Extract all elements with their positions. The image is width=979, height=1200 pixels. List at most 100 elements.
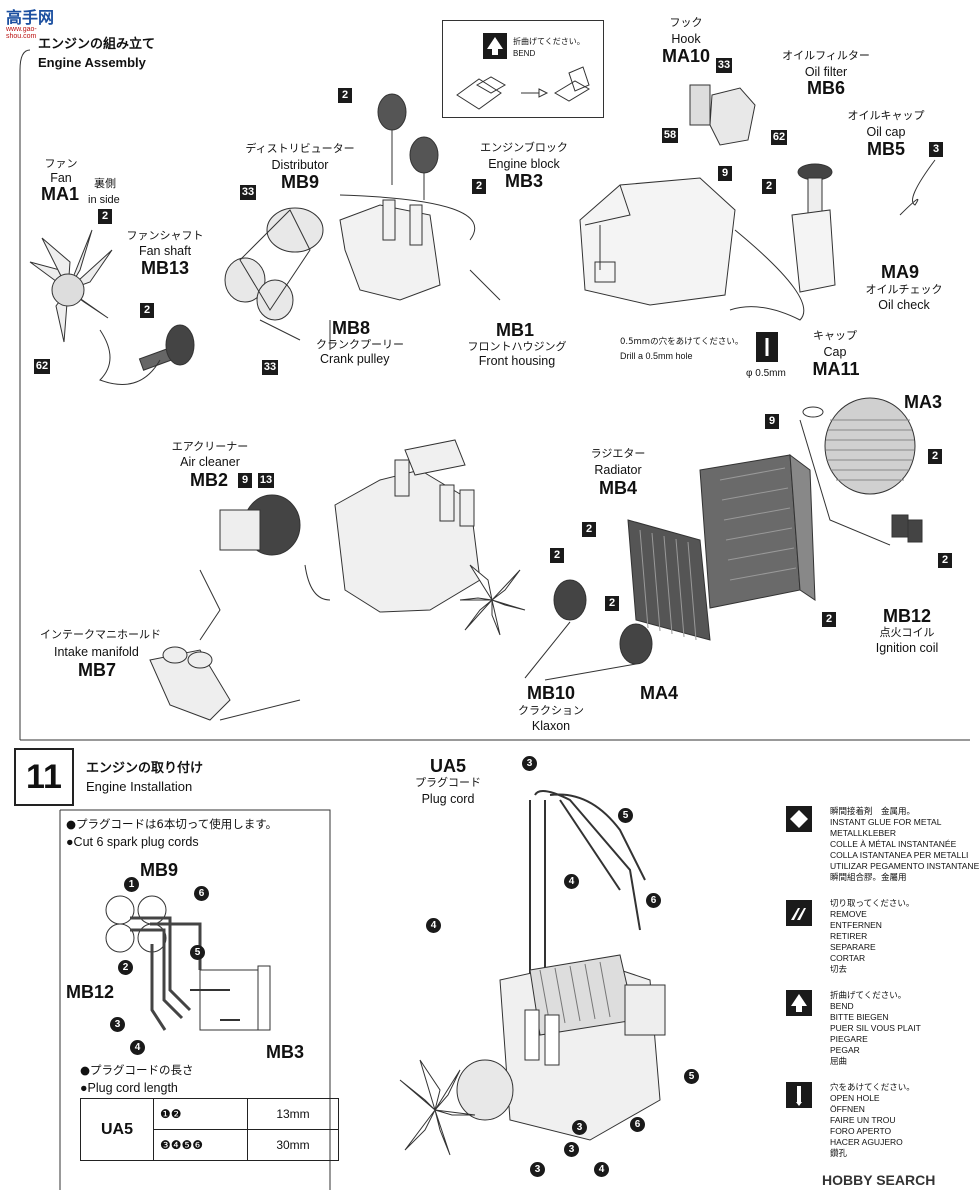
fan-shaft-code: MB13	[140, 258, 189, 278]
fan-shaft-label-jp: ファンシャフト	[126, 229, 204, 242]
oil-check-label-en: Oil check	[878, 298, 930, 312]
badge-9: 9	[718, 166, 732, 181]
note1-en: ●Cut 6 spark plug cords	[66, 835, 199, 849]
badge-9: 9	[765, 414, 779, 429]
air-cleaner-illustration	[219, 494, 301, 556]
cord-number: 2	[118, 960, 133, 975]
fan-label-en: Fan	[50, 171, 72, 185]
ma4-grille-illustration	[627, 519, 711, 641]
klaxon-label-en: Klaxon	[531, 719, 571, 733]
badge-33: 33	[240, 185, 256, 200]
hook-code: MA10	[661, 46, 710, 66]
hook-label-en: Hook	[671, 32, 701, 46]
cap-label-jp: キャップ	[813, 329, 857, 342]
cord-number: 6	[630, 1117, 645, 1132]
oil-check-code: MA9	[880, 262, 919, 282]
bend-box: 折曲げてください。 BEND	[442, 20, 604, 118]
table-row-parts: ❶❷	[153, 1098, 248, 1130]
table-ua5-label: UA5	[80, 1098, 154, 1161]
radiator-label-en: Radiator	[594, 463, 642, 477]
badge-33: 33	[262, 360, 278, 375]
badge-2: 2	[762, 179, 776, 194]
plug-cord-diagram	[105, 895, 271, 1031]
oil-filter-illustration	[689, 84, 756, 146]
badge-62: 62	[34, 359, 50, 374]
watermark-logo: 高手网 www.gao-shou.com	[6, 4, 66, 40]
table-row-length: 13mm	[247, 1098, 339, 1130]
drill-size: φ 0.5mm	[746, 368, 786, 379]
badge-13: 13	[258, 473, 274, 488]
badge-2: 2	[140, 303, 154, 318]
cord-number: 5	[684, 1069, 699, 1084]
note2-en: ●Plug cord length	[80, 1081, 178, 1095]
legend-open-hole: 穴をあけてください。 OPEN HOLE ÖFFNEN FAIRE UN TRO…	[830, 1082, 915, 1158]
engine-center-illustration	[334, 439, 481, 613]
drill-note-en: Drill a 0.5mm hole	[620, 351, 693, 361]
klaxon-code: MB10	[526, 683, 575, 703]
cord-number: 6	[194, 886, 209, 901]
cap-code: MA11	[812, 359, 860, 379]
ua5-label: UA5	[429, 756, 466, 776]
cord-number: 3	[530, 1162, 545, 1177]
fan-code: MA1	[40, 184, 79, 204]
distributor-label-jp: ディストリビューター	[245, 142, 355, 155]
mb12-label: MB12	[66, 982, 115, 1002]
ignition-coil-label-jp: 点火コイル	[879, 626, 935, 639]
cord-number: 4	[130, 1040, 145, 1055]
bend-icon	[786, 990, 812, 1016]
distributor-illustration	[377, 93, 439, 200]
oil-cap-code: MB5	[866, 139, 905, 159]
badge-62: 62	[771, 130, 787, 145]
bend-icon	[483, 33, 507, 59]
plug-cord-label-jp: プラグコード	[415, 776, 481, 789]
section11-title-en: Engine Installation	[86, 779, 193, 794]
ma4-code: MA4	[640, 683, 679, 703]
klaxon-label-jp: クラクション	[518, 704, 584, 717]
distributor-label-en: Distributor	[271, 158, 329, 172]
oil-filter-label-en: Oil filter	[804, 65, 848, 79]
cord-number: 5	[618, 808, 633, 823]
instant-glue-icon	[786, 806, 812, 832]
cord-number: 1	[124, 877, 139, 892]
remove-icon	[786, 900, 812, 926]
badge-2: 2	[98, 209, 112, 224]
hobby-search-text: HOBBY SEARCH	[822, 1172, 936, 1188]
watermark-text: 高手网	[6, 8, 55, 27]
intake-manifold-label-jp: インテークマニホールド	[40, 628, 161, 641]
hook-label-jp: フック	[669, 16, 703, 29]
note2-jp: ●プラグコードの長さ	[80, 1063, 194, 1077]
badge-2: 2	[938, 553, 952, 568]
plug-cord-label-en: Plug cord	[421, 792, 475, 806]
bend-box-jp: 折曲げてください。	[513, 37, 585, 46]
step-number: 11	[14, 748, 74, 806]
fan-illustration	[29, 229, 113, 343]
oil-filter-label-jp: オイルフィルター	[782, 49, 870, 62]
legend-bend: 折曲げてください。 BEND BITTE BIEGEN PUER SIL VOU…	[830, 990, 921, 1066]
cord-number: 6	[646, 893, 661, 908]
front-housing-label-en: Front housing	[478, 354, 556, 368]
section-title-jp: エンジンの組み立て	[38, 37, 156, 52]
radiator-illustration	[699, 453, 816, 609]
grill-illustration	[824, 397, 916, 495]
oil-cap-illustration	[791, 163, 836, 293]
cord-number: 3	[522, 756, 537, 771]
watermark-url: www.gao-shou.com	[6, 26, 37, 40]
oil-cap-label-jp: オイルキャップ	[847, 109, 925, 122]
badge-2: 2	[582, 522, 596, 537]
front-housing-illustration	[339, 199, 441, 301]
cord-number: 4	[564, 874, 579, 889]
intake-manifold-illustration	[149, 646, 231, 721]
cord-number: 4	[426, 918, 441, 933]
table-row-length: 30mm	[247, 1129, 339, 1161]
fan-label-jp: ファン	[44, 157, 78, 170]
ignition-coil-code: MB12	[882, 606, 931, 626]
radiator-code: MB4	[598, 478, 637, 498]
oil-filter-code: MB6	[806, 78, 845, 98]
distributor-code: MB9	[280, 172, 319, 192]
badge-2: 2	[338, 88, 352, 103]
crank-pulley-label-jp: クランクプーリー	[316, 338, 404, 351]
air-cleaner-label-en: Air cleaner	[180, 455, 240, 469]
cap-label-en: Cap	[823, 345, 847, 359]
cord-number: 3	[110, 1017, 125, 1032]
